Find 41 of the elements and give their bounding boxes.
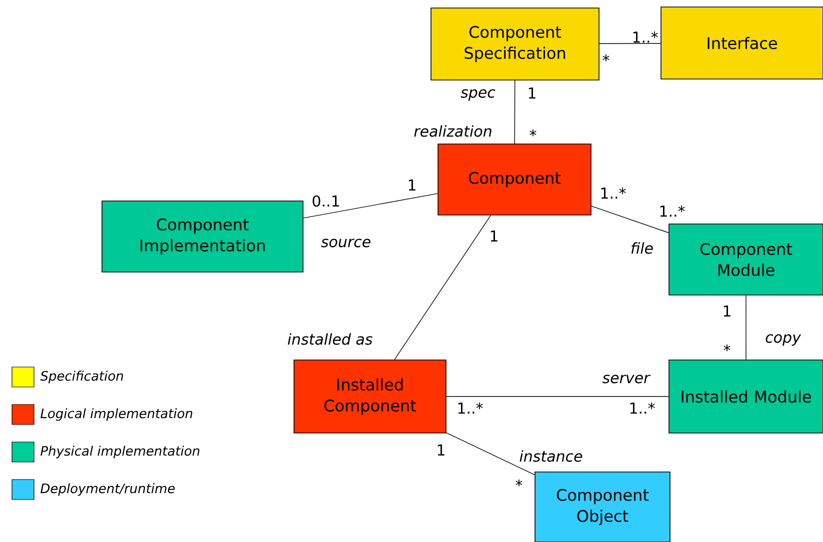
legend-label: Logical implementation	[40, 408, 192, 421]
role-name: source	[321, 238, 370, 248]
multiplicity-label: 1..*	[633, 31, 658, 43]
association-line	[599, 43, 661, 44]
role-name: copy	[766, 334, 802, 346]
multiplicity-label: 1	[490, 230, 498, 242]
class-box: Installed Module	[668, 360, 823, 434]
role-name: file	[631, 242, 653, 254]
association-line	[446, 432, 535, 476]
role-name: installed as	[288, 333, 372, 345]
multiplicity-label: 1	[528, 88, 536, 98]
class-box: Component Implementation	[102, 200, 304, 272]
class-box: Component Specification	[430, 8, 600, 80]
multiplicity-label: 1..*	[660, 205, 685, 217]
multiplicity-label: 1..*	[601, 187, 626, 199]
multiplicity-label: 1	[438, 444, 444, 456]
multiplicity-label: 0..1	[312, 195, 339, 207]
class-box: Component	[438, 144, 592, 216]
class-box: Installed Component	[294, 360, 446, 434]
multiplicity-label: 1	[408, 180, 416, 190]
multiplicity-label: *	[530, 129, 536, 136]
role-name: spec	[460, 89, 496, 101]
legend-label: Deployment/runtime	[40, 483, 175, 496]
role-name: instance	[520, 450, 582, 462]
association-line	[514, 80, 516, 144]
legend-label: Physical implementation	[40, 446, 200, 458]
role-name: realization	[414, 125, 492, 137]
class-box: Interface	[660, 6, 823, 80]
association-line	[394, 215, 491, 360]
association-line	[591, 206, 669, 234]
multiplicity-label: 1..*	[458, 402, 483, 414]
class-box: Component Object	[534, 472, 670, 542]
legend-label: Specification	[40, 370, 123, 384]
multiplicity-label: *	[516, 479, 522, 486]
multiplicity-label: *	[602, 54, 610, 62]
class-box: Component Module	[668, 224, 823, 296]
multiplicity-label: 1..*	[630, 402, 655, 414]
association-line	[303, 193, 438, 218]
multiplicity-label: 1	[724, 306, 730, 316]
association-line	[446, 396, 669, 397]
role-name: server	[602, 374, 651, 384]
